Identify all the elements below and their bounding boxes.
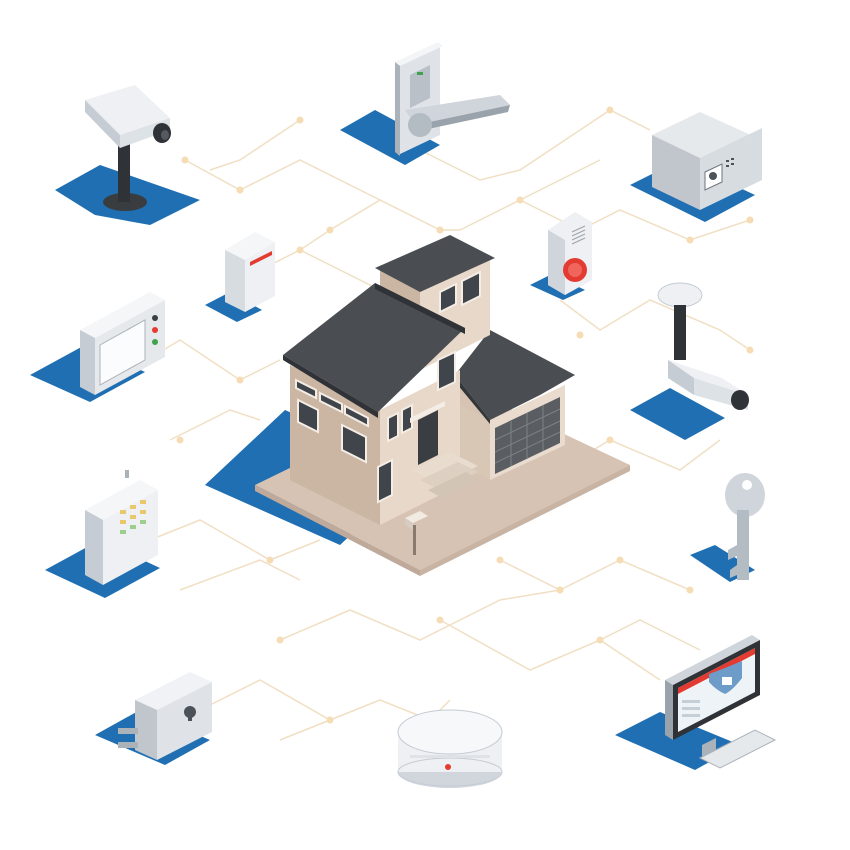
house-icon — [205, 235, 630, 576]
siren-icon — [530, 212, 592, 300]
key-icon — [690, 473, 765, 582]
motion-sensor-icon — [205, 232, 275, 322]
control-panel-icon — [45, 470, 160, 598]
smoke-detector-icon — [397, 709, 503, 788]
cctv-camera-icon — [55, 85, 200, 225]
smart-lock-icon — [340, 42, 510, 165]
ceiling-camera-icon — [630, 282, 749, 440]
intercom-icon — [30, 292, 165, 402]
door-lock-icon — [95, 672, 212, 765]
computer-shield-icon — [615, 635, 777, 770]
safe-icon — [630, 112, 762, 222]
